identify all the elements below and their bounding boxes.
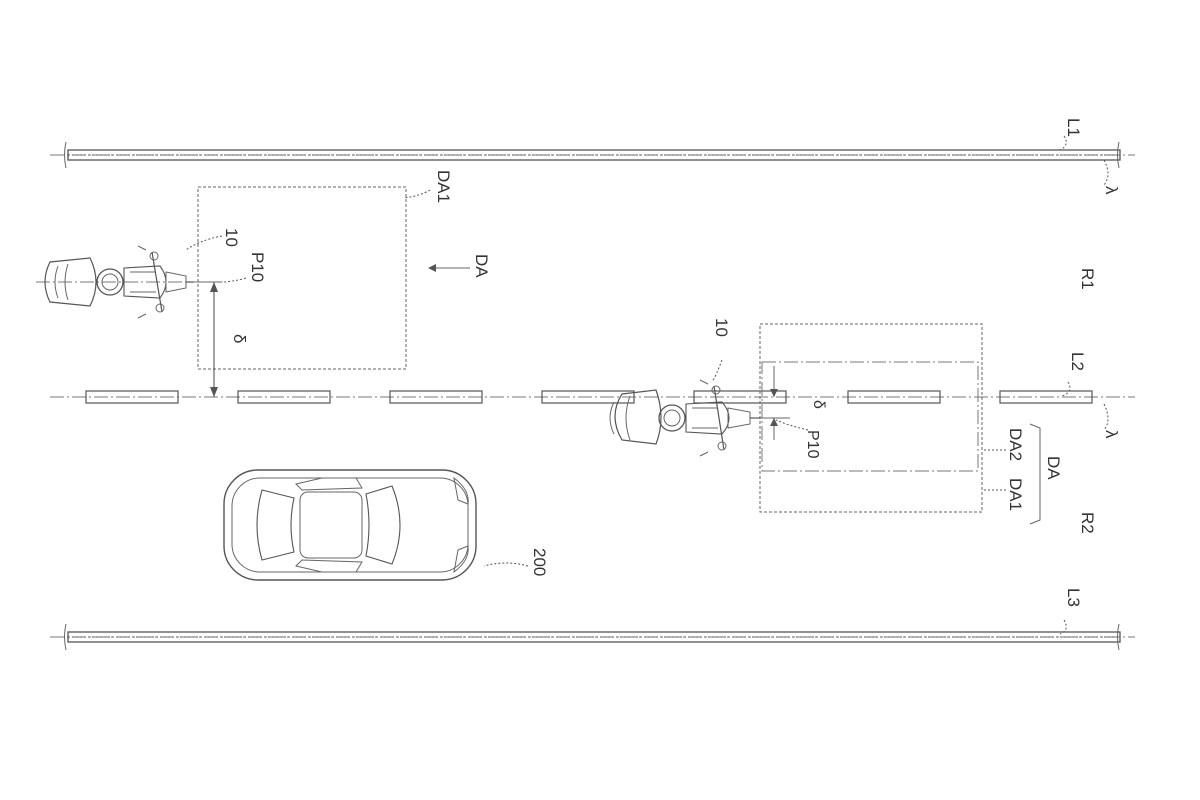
motorcycle-left xyxy=(36,245,198,319)
label-p10-right: P10 xyxy=(804,430,821,459)
label-l1: L1 xyxy=(1064,118,1083,137)
label-r2: R2 xyxy=(1078,512,1097,534)
label-da1-right: DA1 xyxy=(1006,478,1025,511)
delta-dimension-right xyxy=(760,366,790,440)
label-da-right: DA xyxy=(1044,456,1063,480)
detection-area-da1-right xyxy=(759,323,983,513)
leader-lines xyxy=(185,135,1109,635)
delta-dimension-left xyxy=(198,281,222,397)
label-delta-right: δ xyxy=(810,400,827,409)
label-lambda-mid: λ xyxy=(1102,430,1121,439)
label-lambda-top: λ xyxy=(1102,186,1121,195)
lane-line-l1 xyxy=(50,141,1135,169)
detection-area-da2-right xyxy=(761,361,979,472)
lane-line-l3 xyxy=(50,623,1135,651)
label-ten-right: 10 xyxy=(712,318,731,337)
car-200 xyxy=(223,469,477,581)
label-da1-left: DA1 xyxy=(434,170,453,203)
detection-area-da1-left xyxy=(197,186,407,370)
label-da-left: DA xyxy=(472,254,491,278)
label-da2-right: DA2 xyxy=(1006,428,1025,461)
label-l2: L2 xyxy=(1068,352,1087,371)
label-l3: L3 xyxy=(1064,588,1083,607)
label-p10-left: P10 xyxy=(248,252,267,282)
label-200: 200 xyxy=(530,548,549,576)
motorcycle-right xyxy=(609,379,760,457)
label-delta-left: δ xyxy=(230,334,249,343)
lane-line-l2 xyxy=(50,390,1135,404)
text-labels: L1 λ R1 L2 λ R2 L3 DA1 DA 10 P10 δ 10 δ … xyxy=(222,118,1121,607)
label-r1: R1 xyxy=(1078,268,1097,290)
label-ten-left: 10 xyxy=(222,228,241,247)
